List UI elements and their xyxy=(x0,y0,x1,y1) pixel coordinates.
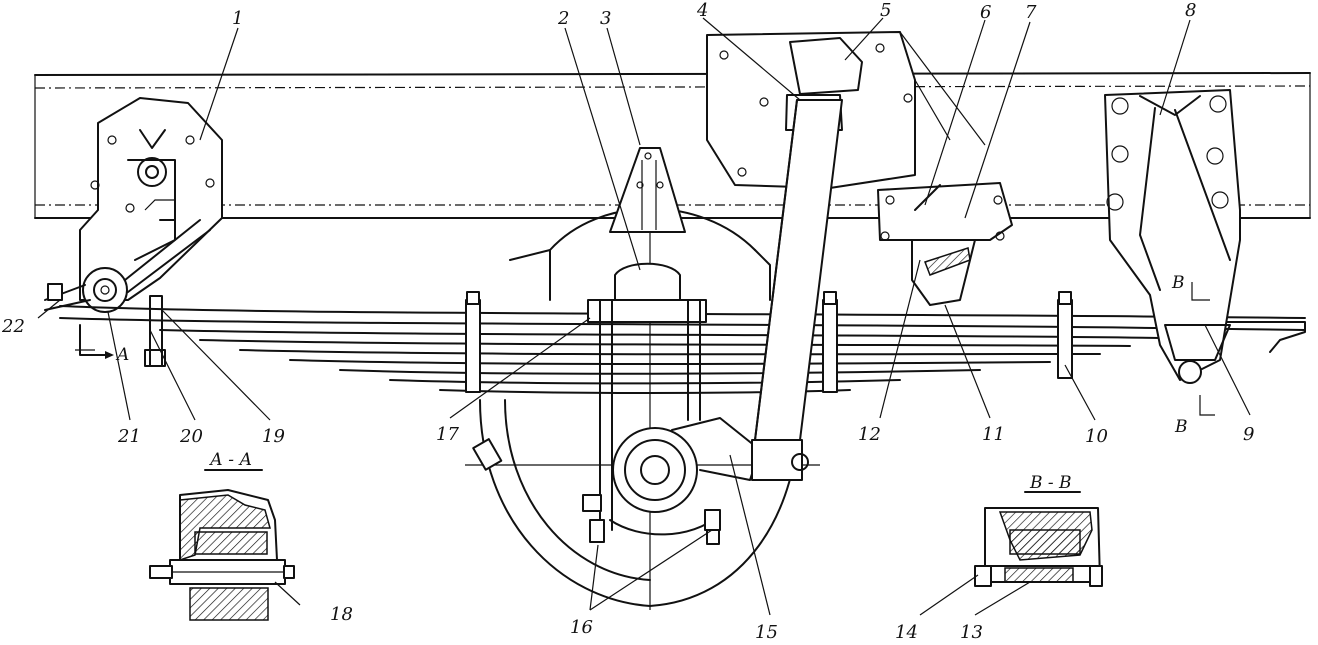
front-shackle xyxy=(44,219,211,367)
rear-bump-stop xyxy=(877,182,1013,306)
rear-spring-bracket xyxy=(1104,89,1241,416)
section-titles: А - А В - В A В В xyxy=(115,273,1188,493)
callout-18: 18 xyxy=(330,604,353,625)
spring-clips xyxy=(465,291,1073,393)
section-mark-a: A xyxy=(115,345,129,365)
section-a-a xyxy=(149,469,295,621)
u-bolts xyxy=(582,299,701,543)
section-title-a-a: А - А xyxy=(209,450,252,470)
callout-15: 15 xyxy=(755,622,778,643)
front-spring-bracket xyxy=(79,97,223,301)
callout-12: 12 xyxy=(858,424,881,445)
callout-4: 4 xyxy=(696,0,708,21)
callout-1: 1 xyxy=(232,8,243,29)
callout-13: 13 xyxy=(960,622,983,643)
section-mark-b-top: В xyxy=(1171,273,1185,293)
section-mark-b-bottom: В xyxy=(1174,417,1188,437)
callout-11: 11 xyxy=(982,424,1005,445)
callout-labels: 1 2 3 4 5 6 7 8 9 10 11 12 13 14 15 16 1… xyxy=(1,0,1254,643)
callout-22: 22 xyxy=(1,316,25,337)
callout-14: 14 xyxy=(895,622,918,643)
shock-absorber xyxy=(706,31,986,481)
callout-2: 2 xyxy=(557,8,569,29)
section-marks xyxy=(79,189,176,359)
callout-7: 7 xyxy=(1025,2,1037,23)
callout-3: 3 xyxy=(600,8,611,29)
callout-19: 19 xyxy=(262,426,285,447)
callout-10: 10 xyxy=(1085,426,1108,447)
callout-9: 9 xyxy=(1243,424,1254,445)
callout-17: 17 xyxy=(436,424,459,445)
leaf-spring xyxy=(59,305,1306,394)
callout-6: 6 xyxy=(980,2,991,23)
spring-pad xyxy=(587,147,707,323)
section-title-b-b: В - В xyxy=(1029,473,1072,493)
callout-8: 8 xyxy=(1185,0,1196,21)
callout-16: 16 xyxy=(570,617,593,638)
callout-21: 21 xyxy=(117,426,141,447)
callout-5: 5 xyxy=(880,0,891,21)
leader-lines xyxy=(37,17,1251,616)
section-b-b xyxy=(974,491,1103,587)
hub-assembly xyxy=(609,417,761,545)
callout-20: 20 xyxy=(179,426,203,447)
